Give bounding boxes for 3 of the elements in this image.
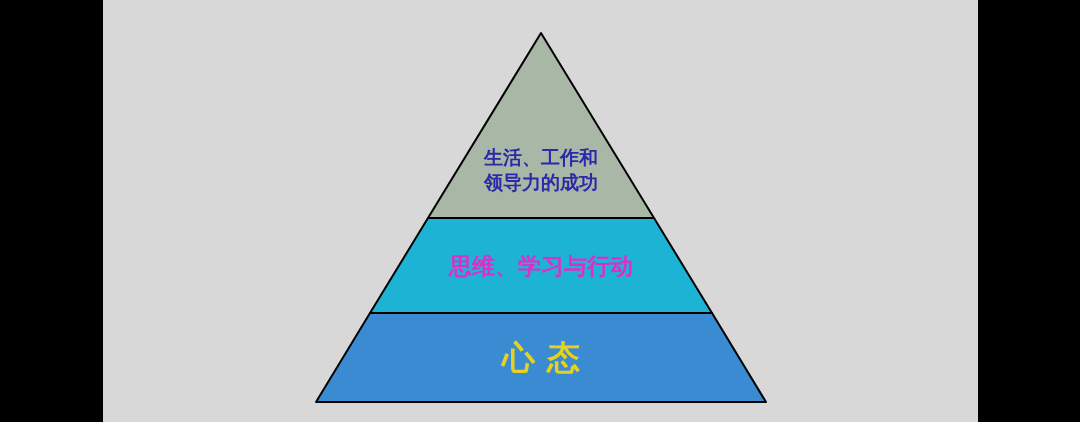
tier-label: 心 态 (500, 337, 581, 379)
tier-label: 生活、工作和领导力的成功 (482, 145, 599, 195)
tier-label: 思维、学习与行动 (447, 252, 634, 281)
